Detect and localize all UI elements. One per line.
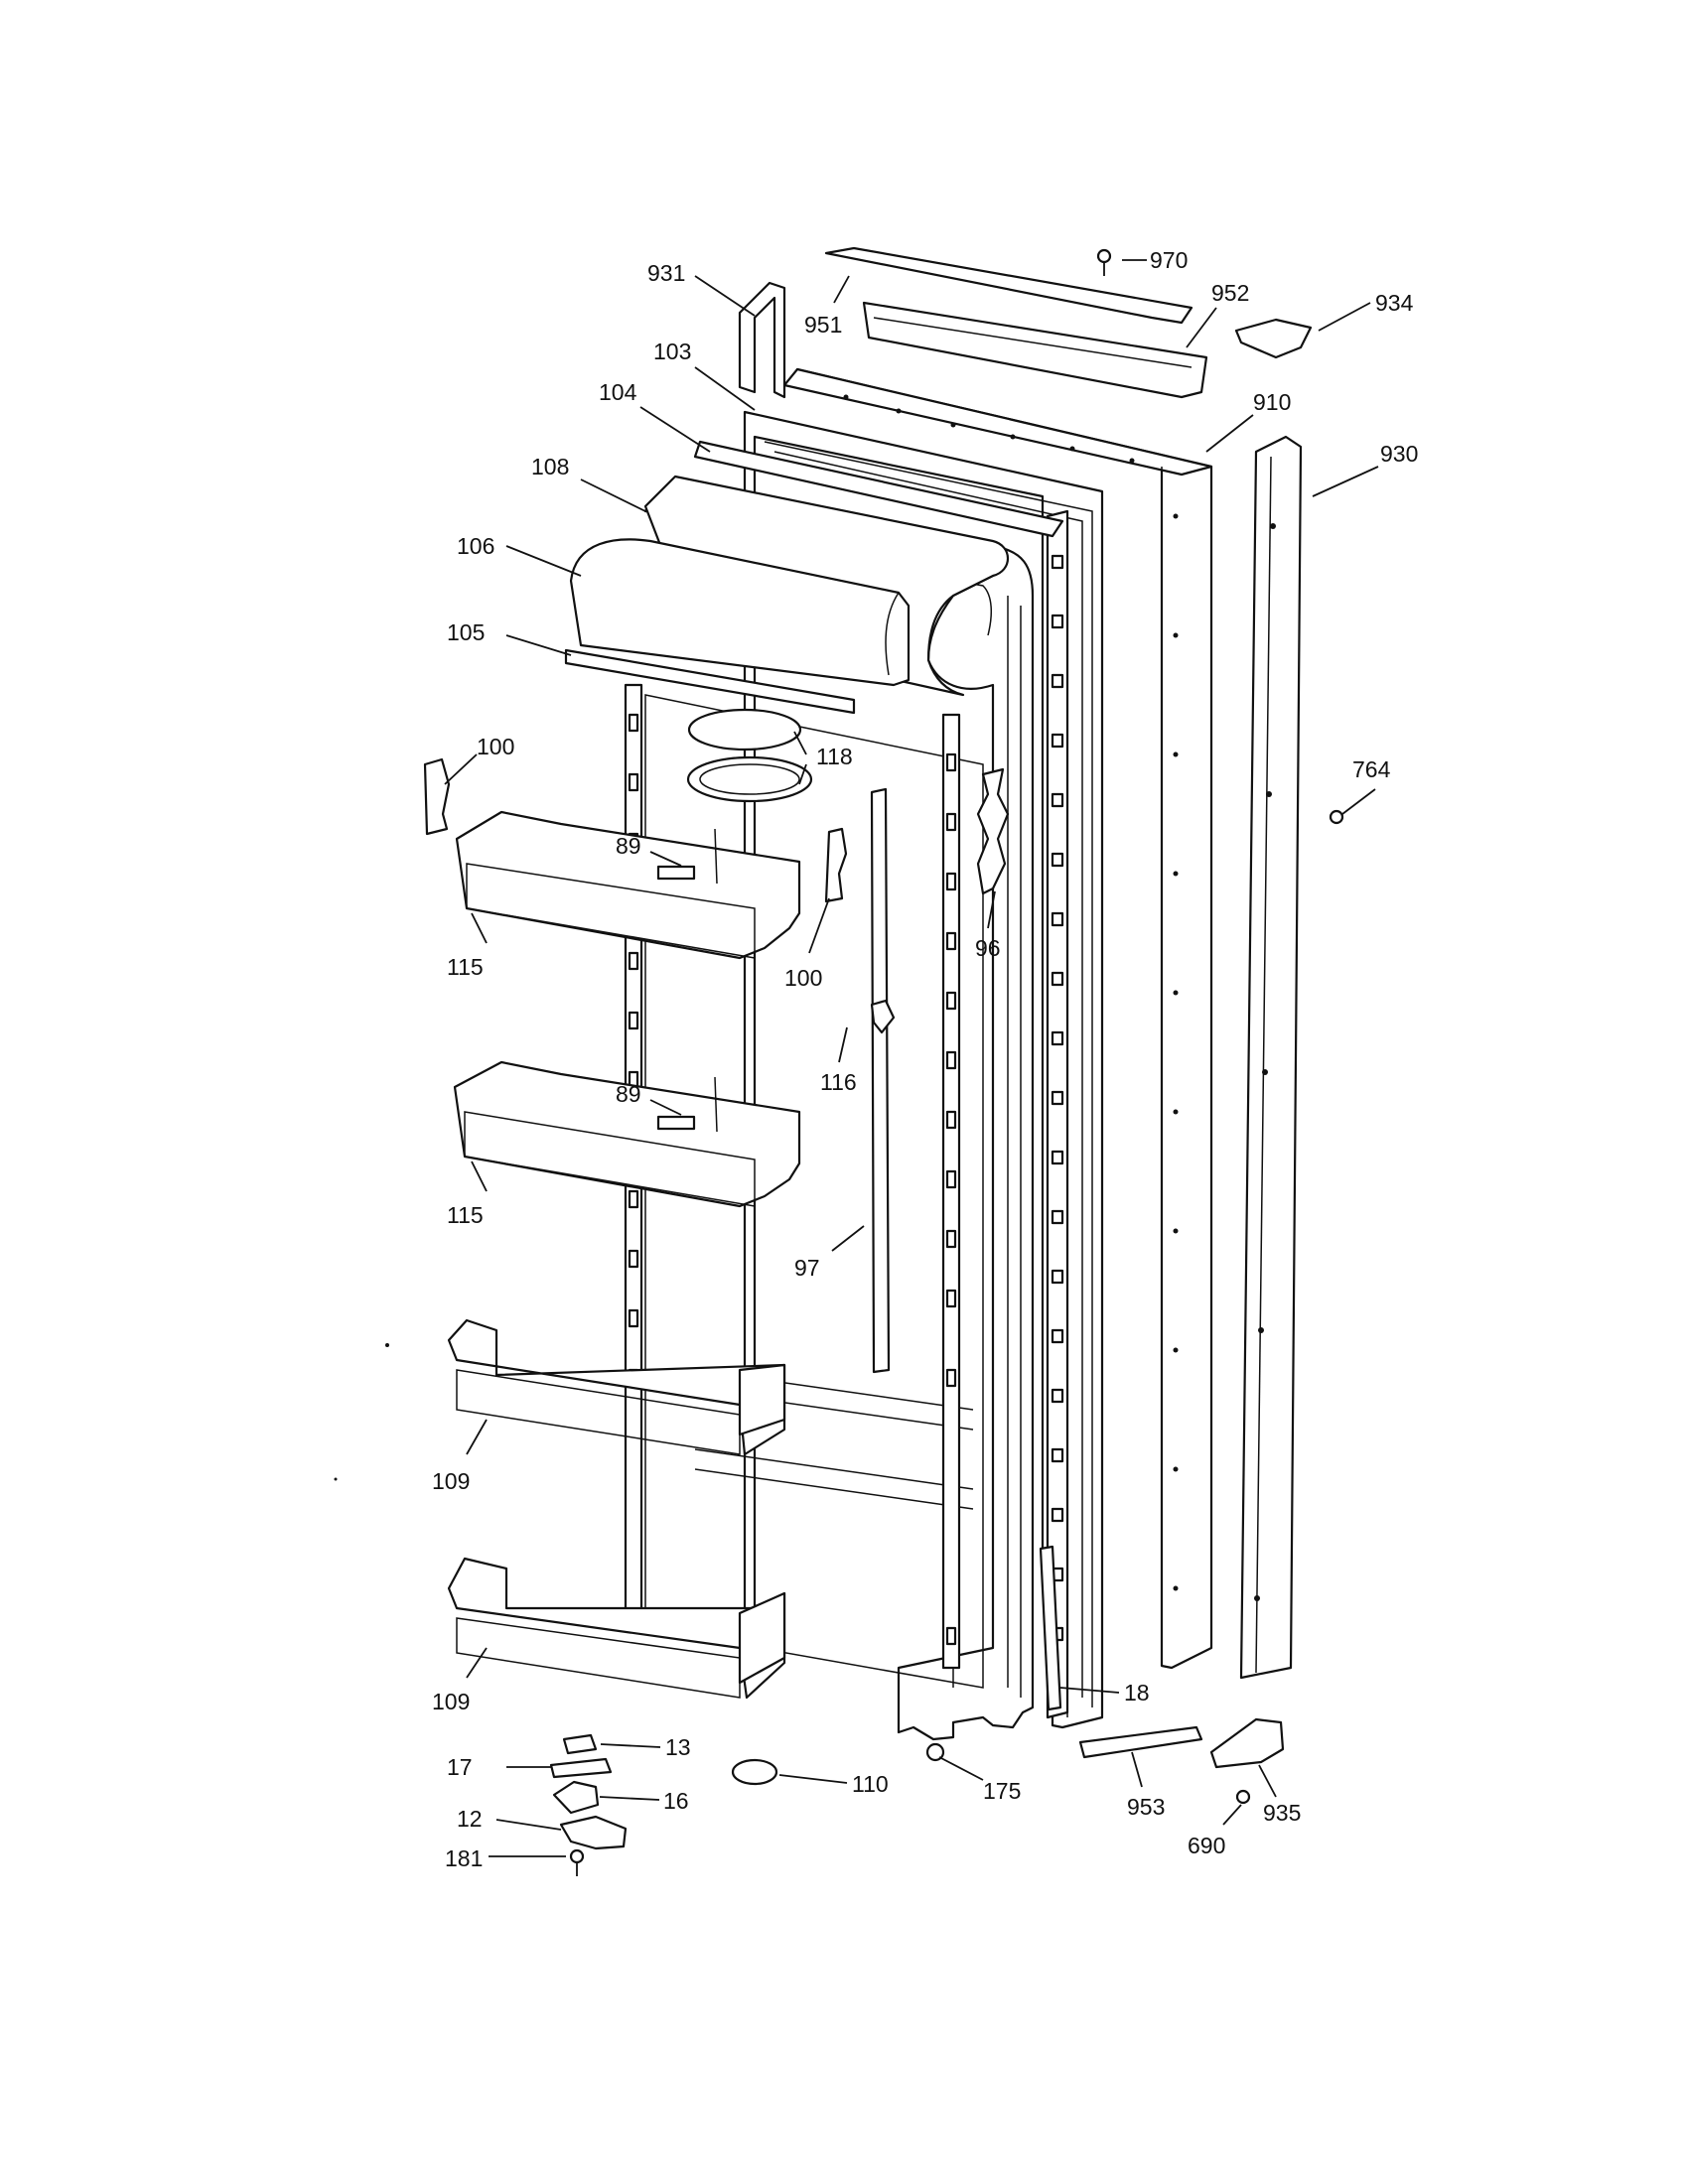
callout-104: 104 bbox=[599, 379, 637, 405]
callout-17: 17 bbox=[447, 1754, 473, 1780]
callout-935: 935 bbox=[1263, 1800, 1301, 1826]
screw-175 bbox=[925, 1742, 945, 1762]
hinge-bushing-16 bbox=[552, 1780, 600, 1815]
top-hinge-bracket bbox=[1234, 318, 1313, 359]
retainer-clip bbox=[870, 999, 896, 1034]
callout-115-upper: 115 bbox=[447, 954, 484, 980]
callout-96: 96 bbox=[975, 935, 1001, 961]
callout-764: 764 bbox=[1352, 756, 1391, 782]
callout-109-upper: 109 bbox=[432, 1468, 470, 1494]
callout-118: 118 bbox=[816, 744, 853, 769]
shelf-bracket-right bbox=[824, 827, 848, 903]
callout-103: 103 bbox=[653, 339, 691, 364]
screw-690 bbox=[1235, 1789, 1251, 1805]
callout-952: 952 bbox=[1211, 280, 1249, 306]
spring-clip bbox=[976, 767, 1010, 895]
door-top-cap bbox=[824, 246, 1208, 399]
callout-175: 175 bbox=[983, 1778, 1021, 1804]
callout-910: 910 bbox=[1253, 389, 1291, 415]
hinge-cap bbox=[731, 1758, 778, 1786]
bottom-trim-strip bbox=[1078, 1725, 1203, 1759]
callout-690: 690 bbox=[1188, 1833, 1225, 1858]
callout-89-upper: 89 bbox=[616, 833, 641, 859]
butter-dish bbox=[686, 708, 813, 803]
callout-931: 931 bbox=[647, 260, 685, 286]
callout-181: 181 bbox=[445, 1845, 483, 1871]
callout-100-right: 100 bbox=[784, 965, 822, 991]
callout-953: 953 bbox=[1127, 1794, 1165, 1820]
screw-970 bbox=[1096, 248, 1112, 276]
callout-97: 97 bbox=[794, 1255, 820, 1281]
hinge-shim-17 bbox=[549, 1757, 613, 1779]
scan-speck bbox=[334, 1477, 338, 1481]
callout-934: 934 bbox=[1375, 290, 1414, 316]
door-bin-lower-2 bbox=[447, 1557, 786, 1700]
callout-89-middle: 89 bbox=[616, 1081, 641, 1107]
door-bin-lower-1 bbox=[447, 1318, 786, 1456]
callout-115-middle: 115 bbox=[447, 1202, 484, 1228]
callout-930: 930 bbox=[1380, 441, 1418, 467]
hinge-screw-181 bbox=[569, 1848, 585, 1876]
callout-13: 13 bbox=[665, 1734, 691, 1760]
gasket-strip-18 bbox=[1039, 1545, 1062, 1711]
top-trim-strip bbox=[738, 281, 786, 399]
door-handle bbox=[1239, 435, 1303, 1680]
dairy-door-rail bbox=[564, 648, 856, 715]
callout-leaders bbox=[444, 259, 1379, 1857]
hinge-plate-13 bbox=[562, 1733, 598, 1755]
door-outer-panel bbox=[782, 367, 1213, 1670]
callout-16: 16 bbox=[663, 1788, 689, 1814]
door-bin-upper bbox=[455, 810, 801, 960]
callout-109-lower: 109 bbox=[432, 1689, 470, 1714]
callout-108: 108 bbox=[531, 454, 569, 479]
callout-106: 106 bbox=[457, 533, 494, 559]
callout-100-left: 100 bbox=[477, 734, 514, 759]
panel-rivets bbox=[843, 394, 1179, 1591]
scan-speck bbox=[385, 1343, 389, 1347]
door-rack-strip bbox=[870, 787, 891, 1374]
callout-970: 970 bbox=[1150, 247, 1188, 273]
bottom-hinge-bracket bbox=[1209, 1717, 1285, 1769]
door-bin-middle bbox=[453, 1060, 801, 1208]
callout-18: 18 bbox=[1124, 1680, 1150, 1706]
handle-holes bbox=[1254, 523, 1276, 1601]
callout-12: 12 bbox=[457, 1806, 483, 1832]
shelf-bracket-left bbox=[423, 757, 451, 836]
callout-116: 116 bbox=[820, 1069, 857, 1095]
hinge-bracket-12 bbox=[559, 1815, 628, 1850]
dairy-compartment bbox=[569, 475, 1009, 697]
callout-110: 110 bbox=[852, 1771, 889, 1797]
screw-764 bbox=[1329, 809, 1344, 825]
callout-105: 105 bbox=[447, 619, 485, 645]
top-gasket-strip bbox=[693, 440, 1064, 538]
gasket-side-strip bbox=[1046, 509, 1069, 1719]
callout-951: 951 bbox=[804, 312, 842, 338]
